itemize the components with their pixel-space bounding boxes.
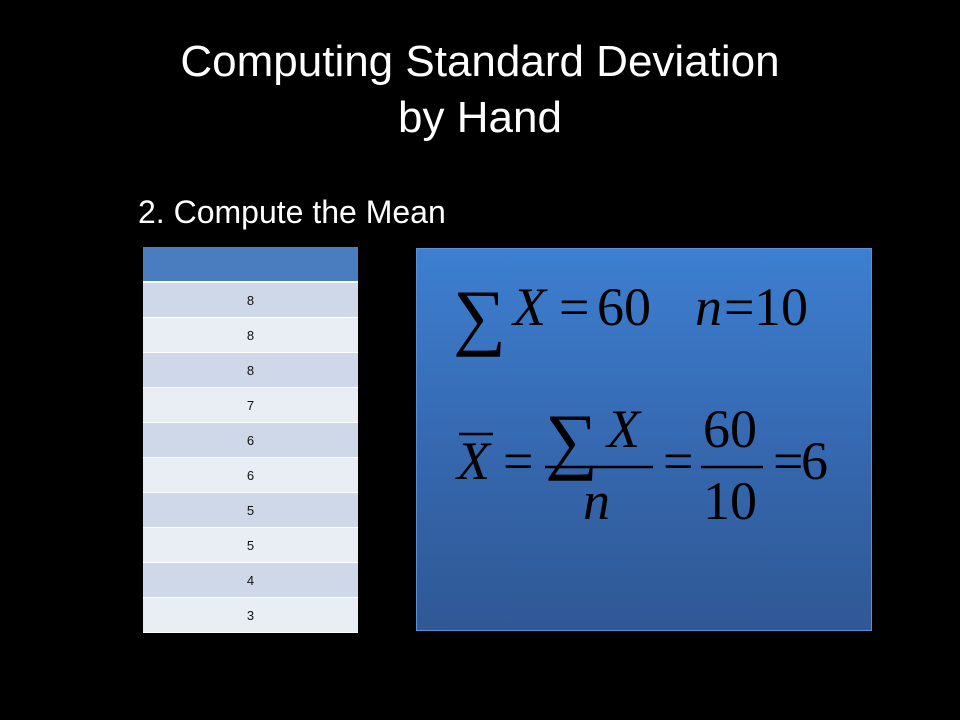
table-row: 6 — [143, 422, 358, 458]
fraction-variable-x: X — [605, 399, 642, 459]
table-row: 7 — [143, 387, 358, 423]
table-cell: 5 — [143, 492, 358, 528]
sum-symbol: ∑ — [453, 276, 506, 358]
table-row: 8 — [143, 352, 358, 388]
equals-sign-3: = — [503, 431, 533, 491]
fraction-variable-n: n — [583, 471, 610, 531]
equals-sign-5: = — [773, 431, 803, 491]
table-cell: 5 — [143, 527, 358, 563]
equals-sign-2: = — [724, 277, 754, 337]
formula-box: ∑ X = 60 n = 10 X = ∑ X n = 60 10 = 6 — [416, 248, 872, 631]
fraction-numerator: 60 — [703, 399, 757, 459]
table-row: 4 — [143, 562, 358, 598]
table-cell: 8 — [143, 317, 358, 353]
mean-variable-x: X — [455, 431, 492, 491]
step-heading: 2. Compute the Mean — [138, 194, 446, 230]
sum-value: 60 — [597, 277, 651, 337]
equals-sign-1: = — [559, 277, 589, 337]
n-variable-1: n — [695, 277, 722, 337]
data-table: 8 8 8 7 6 6 5 5 4 3 — [143, 247, 358, 633]
table-row: 6 — [143, 457, 358, 493]
table-cell: 8 — [143, 282, 358, 318]
slide-title-line-2: by Hand — [398, 93, 562, 142]
table-row: 5 — [143, 527, 358, 563]
fraction-sum-symbol: ∑ — [545, 400, 598, 482]
n-value: 10 — [754, 277, 808, 337]
slide-title: Computing Standard Deviation by Hand — [0, 34, 960, 146]
table-row: 5 — [143, 492, 358, 528]
table-row: 3 — [143, 597, 358, 633]
equals-sign-4: = — [663, 431, 693, 491]
table-cell: 8 — [143, 352, 358, 388]
table-row: 8 — [143, 282, 358, 318]
table-cell: 7 — [143, 387, 358, 423]
slide-title-line-1: Computing Standard Deviation — [180, 37, 780, 86]
mean-result: 6 — [801, 431, 828, 491]
formula-drawing: ∑ X = 60 n = 10 X = ∑ X n = 60 10 = 6 — [453, 276, 828, 531]
fraction-denominator: 10 — [703, 471, 757, 531]
table-cell: 6 — [143, 422, 358, 458]
table-cell: 4 — [143, 562, 358, 598]
table-cell: 6 — [143, 457, 358, 493]
table-header-cell — [143, 247, 358, 283]
sum-variable-x: X — [511, 277, 548, 337]
table-cell: 3 — [143, 597, 358, 633]
table-row: 8 — [143, 317, 358, 353]
table-header-row — [143, 247, 358, 283]
